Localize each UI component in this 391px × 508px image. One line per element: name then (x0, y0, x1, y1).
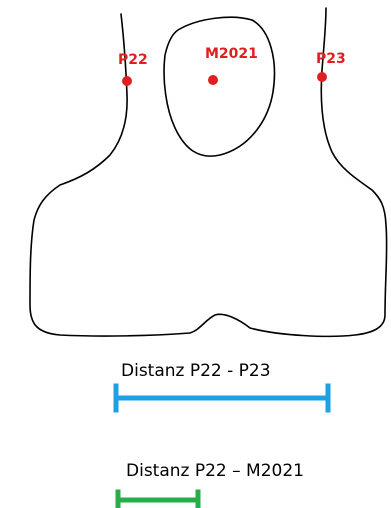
distance-p22-m2021-bar (115, 489, 201, 508)
point-p23-label: P23 (316, 51, 346, 67)
head-outline (163, 16, 276, 157)
distance-p22-p23-label: Distanz P22 - P23 (121, 361, 271, 381)
point-m2021-marker (208, 75, 218, 85)
point-p23-marker (317, 72, 327, 82)
distance-p22-p23-bar (113, 383, 331, 413)
point-p22-label: P22 (118, 52, 148, 68)
distance-p22-m2021-label: Distanz P22 – M2021 (126, 461, 304, 481)
point-m2021-label: M2021 (205, 46, 258, 62)
body-outline (29, 7, 388, 338)
point-p22-marker (122, 76, 132, 86)
